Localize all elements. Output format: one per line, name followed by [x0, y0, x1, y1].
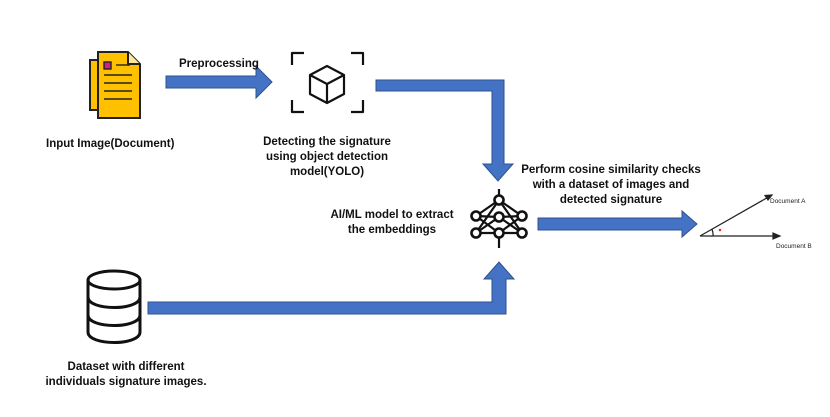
aiml-label: AI/ML model to extract the embeddings [322, 208, 462, 238]
detection-label: Detecting the signature using object det… [257, 135, 397, 180]
cosine-label-line-2: with a dataset of images and [532, 179, 690, 191]
dataset-label: Dataset with different individuals signa… [36, 360, 216, 390]
database-icon [86, 269, 142, 344]
detection-to-model-arrow [375, 79, 515, 182]
neural-network-icon [470, 189, 528, 248]
detection-label-line-3: model(YOLO) [289, 166, 365, 178]
cosine-label: Perform cosine similarity checks with a … [515, 163, 707, 208]
dataset-to-model-arrow [147, 261, 516, 315]
object-detection-cube-icon [290, 51, 365, 114]
preprocessing-arrow [165, 64, 273, 100]
document-a-label: Document A [770, 198, 806, 205]
cosine-label-line-1: Perform cosine similarity checks [521, 164, 701, 176]
document-icon [89, 51, 141, 119]
detection-label-line-2: using object detection [265, 151, 389, 163]
detection-label-line-1: Detecting the signature [263, 136, 391, 148]
preprocessing-label: Preprocessing [179, 58, 259, 70]
model-to-similarity-arrow [537, 209, 698, 239]
dataset-label-line-1: Dataset with different [67, 361, 185, 373]
aiml-label-line-2: the embeddings [347, 224, 437, 236]
document-b-label: Document B [776, 243, 812, 250]
vector-angle-icon [699, 194, 782, 240]
cosine-label-line-3: detected signature [559, 194, 663, 206]
input-image-label: Input Image(Document) [46, 138, 175, 150]
dataset-label-line-2: individuals signature images. [45, 376, 207, 388]
aiml-label-line-1: AI/ML model to extract [330, 209, 454, 221]
